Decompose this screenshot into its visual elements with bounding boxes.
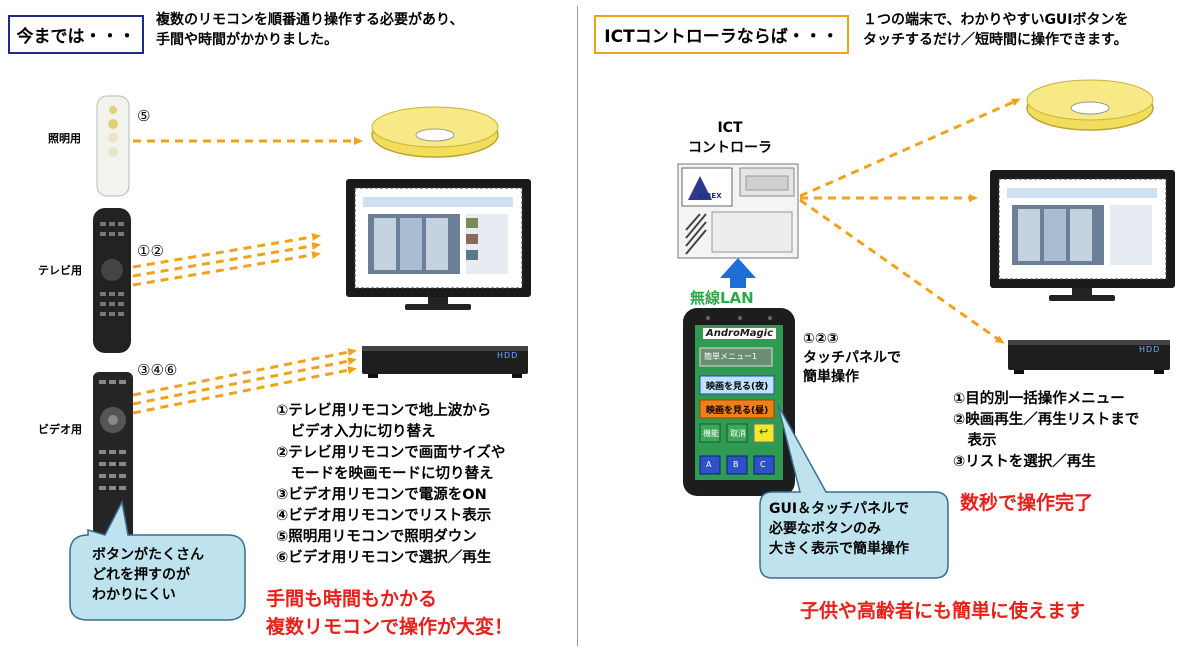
remote-label-tv: テレビ用 — [38, 264, 82, 277]
remote-nums-tv: ①② — [137, 242, 164, 260]
step-item: ①目的別一括操作メニュー — [953, 391, 1125, 407]
tv-remote-icon — [93, 208, 131, 353]
left-title-box: 今までは・・・ — [8, 15, 144, 54]
right-conclusion: 子供や高齢者にも簡単に使えます — [800, 600, 1086, 622]
ict-controller-icon — [677, 163, 799, 259]
ceiling-lamp-icon-right — [1026, 79, 1154, 131]
step-item: ②テレビ用リモコンで画面サイズや — [276, 445, 506, 461]
phone-menu-select[interactable]: 簡単メニュー1 — [704, 352, 758, 361]
phone-button-function[interactable]: 機能 — [703, 429, 719, 438]
controller-label: ICT コントローラ — [688, 120, 772, 156]
step-item: ④ビデオ用リモコンでリスト表示 — [276, 508, 492, 524]
phone-button-b[interactable]: B — [733, 460, 739, 469]
step-item: ビデオ入力に切り替え — [276, 424, 436, 440]
right-dashed-arrows — [799, 98, 1021, 344]
phone-button-movie-day[interactable]: 映画を見る(昼) — [706, 406, 769, 416]
controller-brand-text: AIREX — [698, 192, 722, 200]
left-callout-text: ボタンがたくさん どれを押すのが わかりにくい — [92, 547, 204, 603]
step-item: ③ビデオ用リモコンで電源をON — [276, 487, 487, 503]
remote-label-video: ビデオ用 — [38, 423, 82, 436]
phone-button-cancel[interactable]: 取消 — [730, 429, 746, 438]
lighting-remote-icon — [96, 95, 130, 197]
remote-label-lighting: 照明用 — [48, 132, 81, 145]
right-done-text: 数秒で操作完了 — [960, 492, 1094, 514]
left-conclusion-1: 手間も時間もかかる — [266, 588, 438, 610]
phone-button-a[interactable]: A — [706, 460, 712, 469]
right-callout-shape — [759, 404, 949, 579]
right-steps-list: ①目的別一括操作メニュー ②映画再生／再生リストまで 表示 ③リストを選択／再生 — [953, 389, 1139, 473]
hdd-recorder-icon-left — [362, 346, 528, 378]
right-title-box: ICTコントローラならば・・・ — [594, 15, 849, 54]
right-title: ICTコントローラならば・・・ — [604, 27, 839, 47]
left-description: 複数のリモコンを順番通り操作する必要があり、 手間や時間がかかりました。 — [156, 12, 464, 48]
remote-nums-lighting: ⑤ — [137, 107, 151, 125]
right-callout-text: GUI＆タッチパネルで 必要なボタンのみ 大きく表示で簡単操作 — [769, 501, 910, 557]
phone-button-movie-night[interactable]: 映画を見る(夜) — [706, 382, 769, 392]
video-remote-icon — [93, 372, 133, 547]
left-title: 今までは・・・ — [16, 27, 136, 47]
tv-icon-left — [346, 179, 531, 310]
left-steps-list: ①テレビ用リモコンで地上波から ビデオ入力に切り替え ②テレビ用リモコンで画面サ… — [276, 401, 505, 569]
tv-icon-right — [990, 170, 1175, 301]
step-item: ⑤照明用リモコンで照明ダウン — [276, 529, 477, 545]
remote-nums-video: ③④⑥ — [137, 361, 178, 379]
step-item: ③リストを選択／再生 — [953, 454, 1096, 470]
phone-button-return[interactable]: ↩ — [759, 425, 769, 438]
ceiling-lamp-icon-left — [371, 106, 499, 158]
right-description: １つの端末で、わかりやすいGUIボタンを タッチするだけ／短時間に操作できます。 — [863, 12, 1129, 48]
hdd-label-left: HDD — [497, 351, 519, 360]
step-item: ⑥ビデオ用リモコンで選択／再生 — [276, 550, 492, 566]
phone-brand: AndroMagic — [703, 328, 777, 339]
left-conclusion-2: 複数リモコンで操作が大変！ — [266, 616, 514, 638]
left-callout-shape — [69, 499, 246, 621]
center-divider — [577, 6, 578, 646]
left-dashed-arrows — [132, 137, 363, 415]
step-item: モードを映画モードに切り替え — [276, 466, 494, 482]
android-phone-icon — [683, 308, 795, 496]
lan-label: 無線LAN — [690, 289, 754, 307]
touch-panel-text: ①②③ タッチパネルで 簡単操作 — [803, 331, 901, 385]
hdd-recorder-icon-right — [1008, 340, 1170, 374]
lan-arrow-icon — [720, 258, 756, 288]
step-item: 表示 — [953, 433, 997, 449]
step-item: ②映画再生／再生リストまで — [953, 412, 1140, 428]
step-item: ①テレビ用リモコンで地上波から — [276, 403, 492, 419]
hdd-label-right: HDD — [1139, 345, 1161, 354]
phone-button-c[interactable]: C — [760, 460, 766, 469]
